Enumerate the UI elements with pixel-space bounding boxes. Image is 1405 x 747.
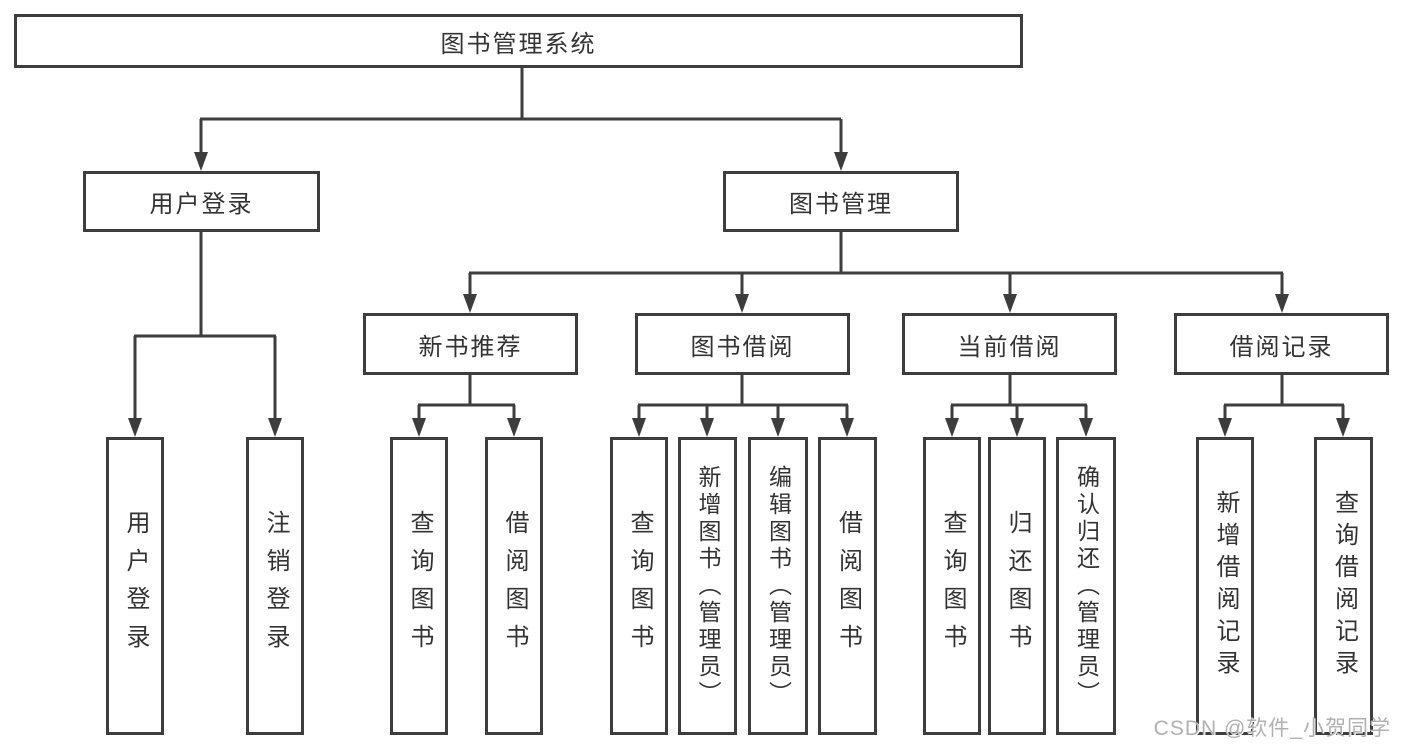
leaf-query-borrow-record: 查询借阅记录: [1314, 437, 1373, 735]
edge-book-mgmt-to-level3: [468, 232, 1284, 298]
node-current-borrow: 当前借阅: [902, 313, 1117, 375]
arrowheads-current-borrow-leaves: [945, 418, 1093, 437]
leaf-user-login: 用户登录: [106, 437, 164, 735]
node-library-system: 图书管理系统: [14, 14, 1023, 68]
arrowheads-level3: [463, 294, 1289, 313]
edge-borrow-record-to-leaves: [1223, 375, 1345, 422]
leaf-return-books: 归还图书: [988, 437, 1046, 735]
leaf-add-borrow-record: 新增借阅记录: [1196, 437, 1254, 735]
node-book-borrow: 图书借阅: [635, 313, 850, 375]
arrowheads-book-borrow-leaves: [632, 418, 854, 437]
leaf-logout: 注销登录: [246, 437, 304, 735]
edge-current-borrow-to-leaves: [950, 375, 1088, 422]
arrowheads-level2: [194, 152, 848, 171]
node-user-login: 用户登录: [83, 171, 320, 232]
arrowheads-borrow-record-leaves: [1218, 418, 1350, 437]
leaf-borrow-books: 借阅图书: [818, 437, 877, 735]
node-new-book-recommend: 新书推荐: [363, 313, 578, 375]
edge-user-login-to-leaves: [133, 232, 277, 422]
leaf-query-books-current: 查询图书: [923, 437, 981, 735]
watermark: CSDN @软件_小贺同学: [1153, 717, 1391, 740]
node-book-management: 图书管理: [723, 171, 959, 232]
edge-new-book-to-leaves: [417, 375, 516, 422]
arrowheads-user-login-leaves: [128, 418, 282, 437]
edge-root-to-level2: [199, 68, 843, 156]
edge-book-borrow-to-leaves: [637, 375, 849, 422]
leaf-borrow-books-recommend: 借阅图书: [485, 437, 543, 735]
leaf-edit-book-admin: 编辑图书（管理员）: [748, 437, 808, 735]
leaf-query-books-borrow: 查询图书: [610, 437, 668, 735]
leaf-add-book-admin: 新增图书（管理员）: [678, 437, 737, 735]
leaf-query-books-recommend: 查询图书: [390, 437, 448, 735]
leaf-confirm-return-admin: 确认归还（管理员）: [1056, 437, 1116, 735]
arrowheads-new-book-leaves: [412, 418, 521, 437]
node-borrow-record: 借阅记录: [1174, 313, 1389, 375]
